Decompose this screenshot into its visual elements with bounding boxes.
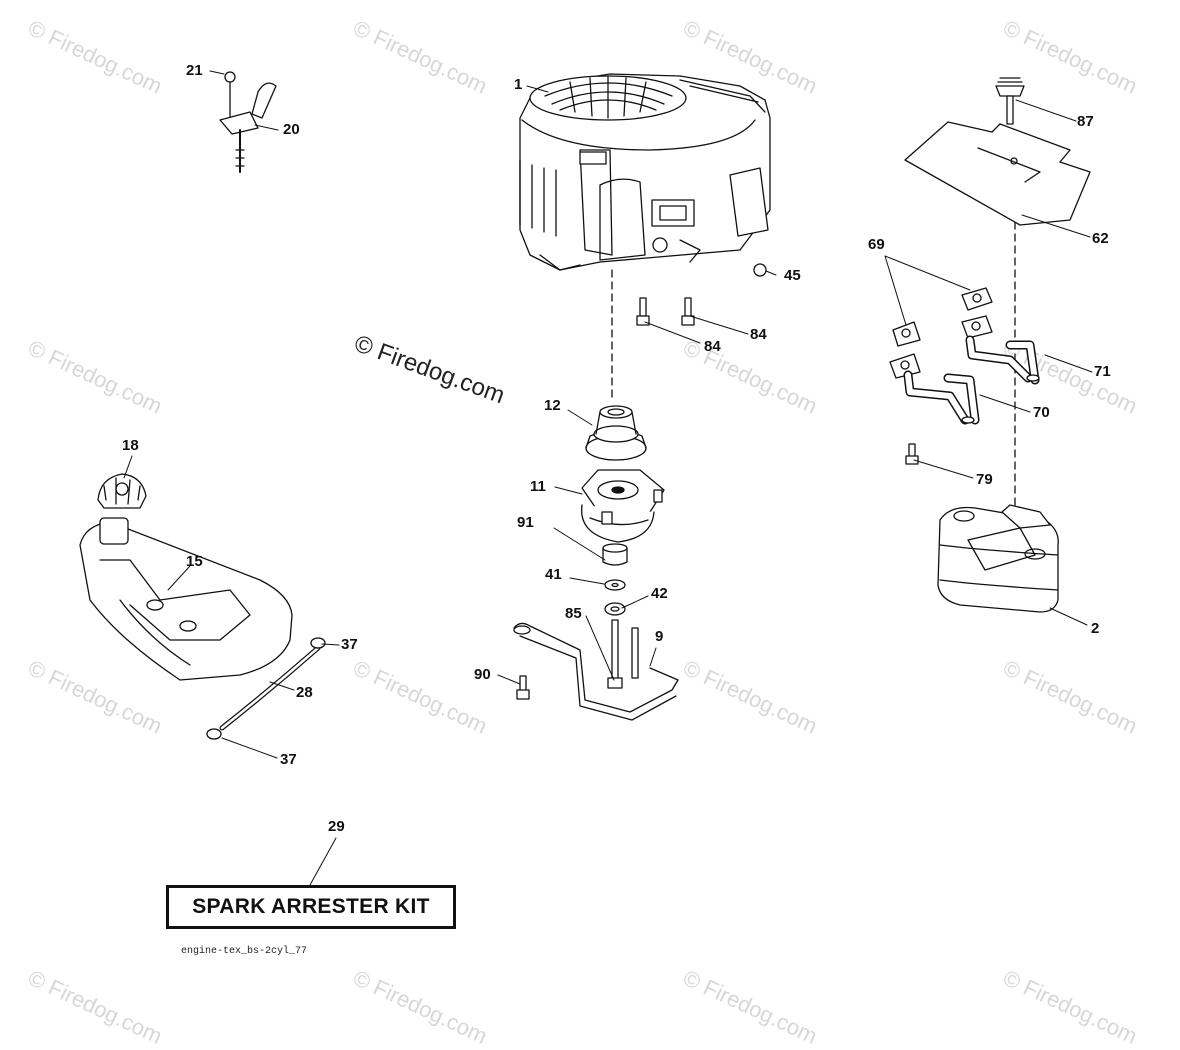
callout-91: 91: [517, 514, 534, 531]
callout-70: 70: [1033, 404, 1050, 421]
bolt-part: [905, 443, 919, 465]
bolt-part: [636, 297, 695, 326]
callout-37: 37: [280, 751, 297, 768]
dipstick-part: [219, 71, 277, 173]
callout-11: 11: [530, 478, 546, 495]
callout-85: 85: [565, 605, 582, 622]
callout-41: 41: [545, 566, 562, 583]
callout-84: 84: [750, 326, 767, 343]
callout-71: 71: [1094, 363, 1111, 380]
bracket-part: [513, 622, 679, 721]
callout-69: 69: [868, 236, 885, 253]
callout-37: 37: [341, 636, 358, 653]
callout-29: 29: [328, 818, 345, 835]
callout-42: 42: [651, 585, 668, 602]
heat-shield-part: [904, 121, 1091, 226]
spark-arrester-kit-label: SPARK ARRESTER KIT: [166, 885, 456, 929]
callout-84: 84: [704, 338, 721, 355]
gasket-part: [889, 287, 993, 379]
bolt-part: [516, 675, 530, 700]
callout-2: 2: [1091, 620, 1100, 637]
leader-lines: [123, 70, 1093, 886]
callout-1: 1: [514, 76, 523, 93]
callout-79: 79: [976, 471, 993, 488]
parts-diagram: [79, 70, 1093, 886]
exhaust-pipe-part: [903, 335, 1040, 425]
callout-9: 9: [655, 628, 664, 645]
diagram-reference-code: engine-tex_bs-2cyl_77: [181, 946, 308, 957]
screw-part: [995, 77, 1025, 125]
center-bolt-part: [607, 619, 623, 689]
spacer-part: [602, 543, 628, 616]
engine-part: [519, 73, 771, 277]
callout-12: 12: [544, 397, 561, 414]
callout-90: 90: [474, 666, 491, 683]
callout-87: 87: [1077, 113, 1094, 130]
callout-20: 20: [283, 121, 300, 138]
callout-21: 21: [186, 62, 203, 79]
callout-28: 28: [296, 684, 313, 701]
callout-18: 18: [122, 437, 139, 454]
pulley-part: [585, 405, 647, 461]
fuel-line-part: [206, 637, 326, 740]
fuel-tank-part: [79, 473, 293, 681]
callout-62: 62: [1092, 230, 1109, 247]
callout-15: 15: [186, 553, 203, 570]
callout-45: 45: [784, 267, 801, 284]
muffler-part: [937, 504, 1059, 613]
clutch-part: [581, 469, 665, 543]
